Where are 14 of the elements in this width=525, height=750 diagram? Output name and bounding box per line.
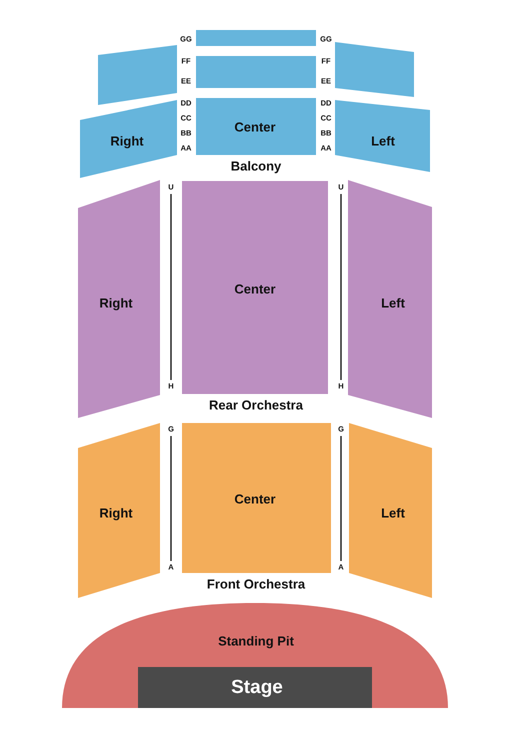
section-label: Standing Pit — [218, 634, 294, 648]
section-label: Right — [99, 296, 133, 310]
section-label: Center — [234, 492, 276, 506]
section-label: Center — [234, 282, 276, 296]
section-label: Left — [381, 506, 405, 520]
section-label: Left — [371, 134, 395, 148]
section-label: Center — [234, 120, 276, 134]
level-name: Rear Orchestra — [209, 398, 303, 412]
section-label: Right — [110, 134, 144, 148]
section-label: Left — [381, 296, 405, 310]
level-name: Front Orchestra — [206, 576, 306, 592]
level-name: Balcony — [230, 158, 282, 174]
stage-label: Stage — [231, 677, 283, 699]
section-label: Right — [99, 506, 133, 520]
